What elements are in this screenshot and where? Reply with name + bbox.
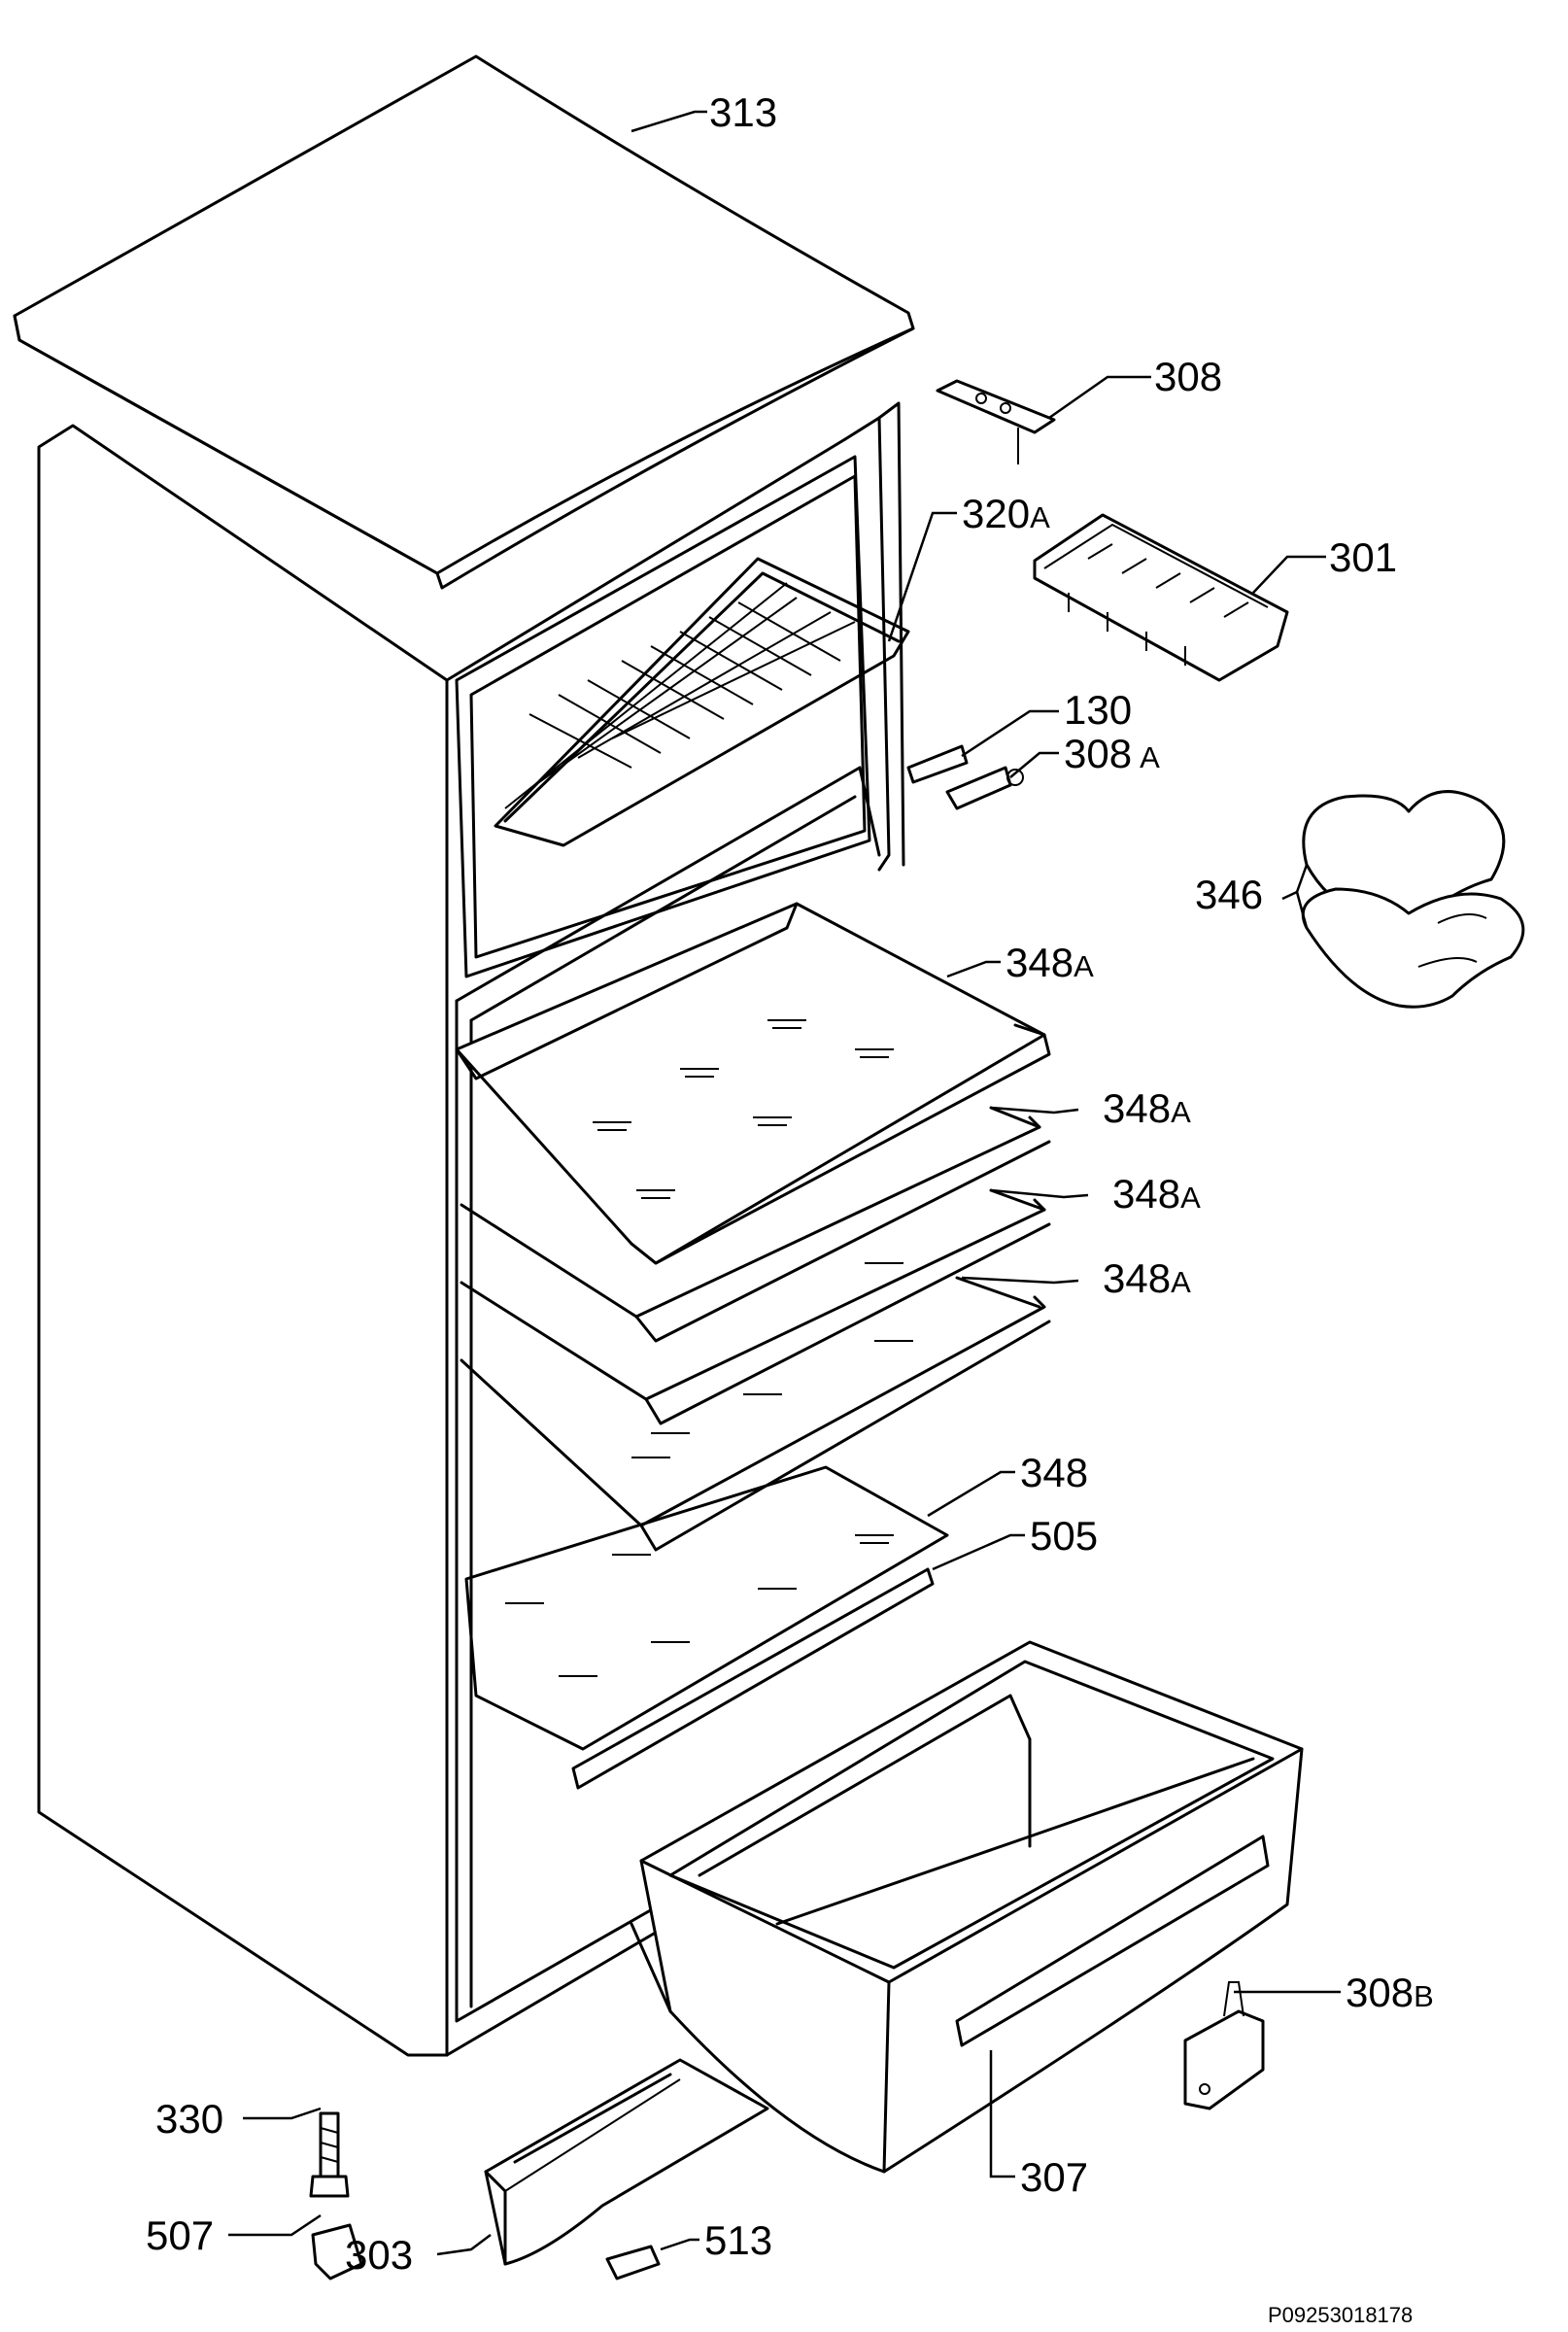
part-bracket-130: [906, 744, 969, 784]
label-320a: 320A: [962, 491, 1050, 536]
label-348: 348: [1020, 1450, 1088, 1495]
part-kickplate-303: [484, 2058, 769, 2266]
part-ice-tray-301: [1033, 513, 1289, 682]
label-505: 505: [1030, 1513, 1098, 1559]
label-346: 346: [1195, 872, 1263, 917]
part-glass-shelf-348a-1: [455, 902, 1051, 1265]
label-301: 301: [1329, 534, 1397, 580]
part-shelf-profile-505: [571, 1567, 935, 1790]
label-348a-1: 348A: [1006, 940, 1094, 985]
part-egg-tray-346: [1301, 790, 1525, 1009]
label-348a-4: 348A: [1103, 1255, 1191, 1301]
label-348a-3: 348A: [1112, 1171, 1201, 1217]
part-glass-shelf-348a-4: [460, 1276, 1051, 1552]
label-313: 313: [709, 89, 777, 135]
label-308b: 308B: [1346, 1970, 1434, 2015]
label-348a-2: 348A: [1103, 1085, 1191, 1131]
part-foot-330: [309, 2111, 350, 2198]
part-hinge-308b: [1183, 1981, 1265, 2110]
label-130: 130: [1064, 687, 1132, 733]
document-reference: P09253018178: [1268, 2303, 1413, 2327]
label-330: 330: [155, 2096, 223, 2142]
part-hinge-308: [936, 379, 1056, 464]
part-top-cover-313: [13, 54, 915, 590]
part-glass-shelf-348: [464, 1465, 949, 1751]
label-507: 507: [146, 2212, 214, 2258]
part-crisper-drawer-307: [630, 1640, 1304, 2174]
part-clip-507: [311, 2223, 363, 2281]
leader-lines: [228, 110, 1341, 2256]
label-308: 308: [1154, 354, 1222, 399]
part-glass-shelf-348a-2: [460, 1106, 1051, 1343]
part-freezer-shelf-320a: [494, 557, 910, 847]
part-hinge-308a: [945, 766, 1024, 810]
label-303: 303: [345, 2232, 413, 2278]
label-513: 513: [704, 2217, 772, 2263]
label-307: 307: [1020, 2154, 1088, 2200]
part-cabinet-body: [37, 401, 905, 2057]
part-glass-shelf-348a-3: [460, 1188, 1051, 1434]
part-clip-513: [605, 2245, 661, 2281]
